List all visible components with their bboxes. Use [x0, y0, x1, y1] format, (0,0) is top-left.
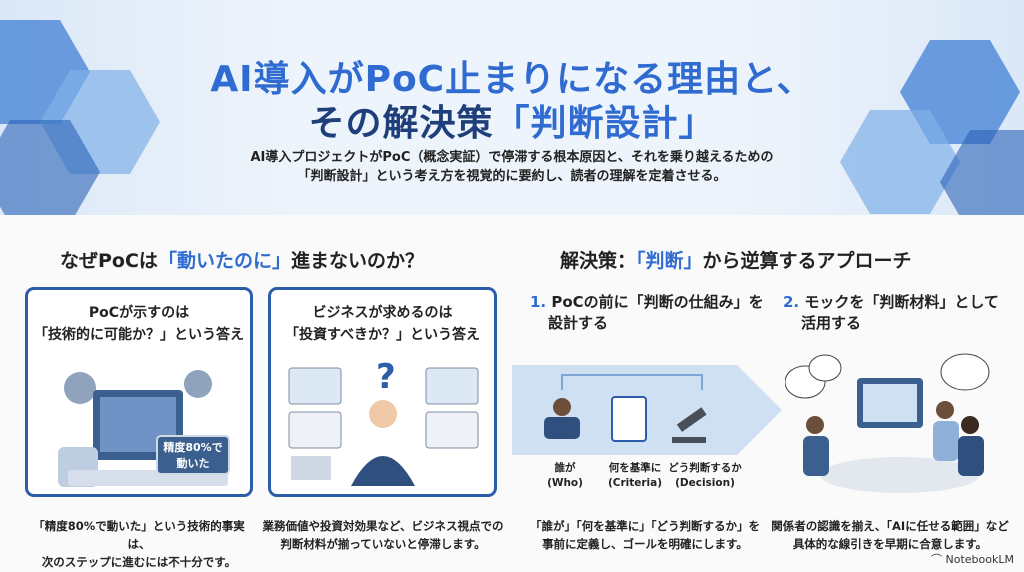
caption-line: 「精度80%で動いた」という技術的事実は、 — [33, 519, 245, 551]
step-text: 設計する — [548, 314, 609, 332]
window-icon — [425, 367, 479, 405]
heading-text: 進まないのか？ — [290, 250, 424, 272]
left-section-heading: なぜPoCは「動いたのに」進まないのか？ — [60, 246, 424, 273]
step-number: 1. — [530, 293, 547, 311]
caption-line: 具体的な線引きを早期に合意します。 — [792, 537, 988, 551]
step-text: PoCの前に「判断の仕組み」を — [551, 293, 764, 311]
step-1: 1. PoCの前に「判断の仕組み」を設計する — [530, 292, 764, 334]
caption-line: 業務価値や投資対効果など、ビジネス視点での — [262, 519, 504, 533]
bar-window-icon — [425, 411, 479, 449]
title-highlight: 「判断設計」 — [493, 103, 716, 144]
label-who: 誰が (Who) — [520, 461, 610, 491]
label-criteria: 何を基準に (Criteria) — [590, 461, 680, 491]
step-text: 活用する — [801, 314, 862, 332]
people-icon — [936, 401, 954, 419]
heading-text: から逆算するアプローチ — [702, 250, 912, 272]
caption-line: 次のステップに進むには不十分です。 — [41, 555, 237, 569]
notebooklm-brand: ⌒ NotebookLM — [931, 551, 1014, 567]
connector-line — [561, 374, 703, 390]
card-title: PoCが示すのは — [88, 305, 190, 321]
right-section-heading: 解決策：「判断」から逆算するアプローチ — [560, 246, 912, 273]
subtitle: AI導入プロジェクトがPoC（概念実証）で停滞する根本原因と、それを乗り越えるた… — [0, 148, 1024, 186]
label-decision: どう判断するか (Decision) — [660, 461, 750, 491]
label-en: (Who) — [547, 477, 583, 489]
chart-window-icon — [288, 367, 342, 405]
people-icon — [961, 416, 979, 434]
title-text: AI導入がPoC止まりになる理由と、 — [210, 59, 814, 100]
heading-text: なぜPoCは — [60, 250, 158, 272]
speech-bubble-icon — [940, 353, 990, 391]
page-title-line1: AI導入がPoC止まりになる理由と、 — [0, 50, 1024, 102]
card-business: ビジネスが求めるのは「投資すべきか？」という答え ? — [268, 287, 497, 497]
business-illustration: ? — [288, 357, 479, 486]
label-ja: どう判断するか — [668, 462, 742, 474]
speech-bubble-icon — [808, 354, 842, 382]
meeting-illustration — [785, 353, 990, 493]
heading-highlight: 「動いたのに」 — [157, 250, 291, 272]
step2-caption: 関係者の認識を揃え、「AIに任せる範囲」など具体的な線引きを早期に合意します。 — [765, 517, 1015, 553]
header-banner: AI導入がPoC止まりになる理由と、 その解決策「判断設計」 AI導入プロジェク… — [0, 0, 1024, 215]
label-ja: 何を基準に — [608, 462, 662, 474]
checklist-icon — [611, 396, 647, 442]
gavel-icon — [676, 407, 707, 432]
card-title: 「技術的に可能か？」という答え — [34, 327, 244, 343]
badge-text: 動いた — [176, 457, 210, 470]
decision-flow-illustration — [512, 365, 782, 455]
card-title: 「投資すべきか？」という答え — [284, 327, 481, 343]
accuracy-badge: 精度80%で動いた — [156, 435, 230, 475]
step-2: 2. モックを「判断材料」として活用する — [783, 292, 999, 334]
caption-line: 「誰が」「何を基準に」「どう判断するか」を — [530, 519, 760, 533]
page-title-line2: その解決策「判断設計」 — [0, 94, 1024, 146]
label-en: (Decision) — [675, 477, 735, 489]
people-icon — [553, 398, 571, 416]
pie-window-icon — [288, 411, 342, 449]
card-technical: PoCが示すのは「技術的に可能か？」という答え 精度80%で動いた — [25, 287, 253, 497]
caption-line: 事前に定義し、ゴールを明確にします。 — [542, 537, 748, 551]
label-ja: 誰が — [554, 462, 576, 474]
heading-highlight: 「判断」 — [636, 250, 703, 272]
table-icon — [820, 457, 980, 493]
subtitle-line: 「判断設計」という考え方を視覚的に要約し、読者の理解を定着させる。 — [297, 169, 727, 184]
gear-icon — [64, 372, 96, 404]
notebooklm-logo-icon: ⌒ — [931, 553, 946, 566]
card2-caption: 業務価値や投資対効果など、ビジネス視点での判断材料が揃っていないと停滞します。 — [262, 517, 504, 553]
gear-icon — [184, 370, 212, 398]
card-title: ビジネスが求めるのは — [312, 305, 453, 321]
businessman-icon — [369, 400, 397, 428]
people-icon — [806, 416, 824, 434]
caption-line: 関係者の認識を揃え、「AIに任せる範囲」など — [771, 519, 1009, 533]
caption-line: 判断材料が揃っていないと停滞します。 — [280, 537, 486, 551]
brand-text: NotebookLM — [945, 553, 1014, 566]
card1-caption: 「精度80%で動いた」という技術的事実は、次のステップに進むには不十分です。 — [25, 517, 253, 571]
heading-text: 解決策： — [560, 250, 637, 272]
question-mark-icon: ? — [376, 357, 396, 397]
step-text: モックを「判断材料」として — [804, 293, 999, 311]
title-text: その解決策 — [308, 103, 494, 144]
step-number: 2. — [783, 293, 800, 311]
laptop-icon — [291, 456, 331, 480]
badge-text: 精度80%で — [163, 441, 223, 454]
label-en: (Criteria) — [607, 477, 663, 489]
step1-caption: 「誰が」「何を基準に」「どう判断するか」を事前に定義し、ゴールを明確にします。 — [520, 517, 770, 553]
subtitle-line: AI導入プロジェクトがPoC（概念実証）で停滞する根本原因と、それを乗り越えるた… — [250, 150, 774, 165]
